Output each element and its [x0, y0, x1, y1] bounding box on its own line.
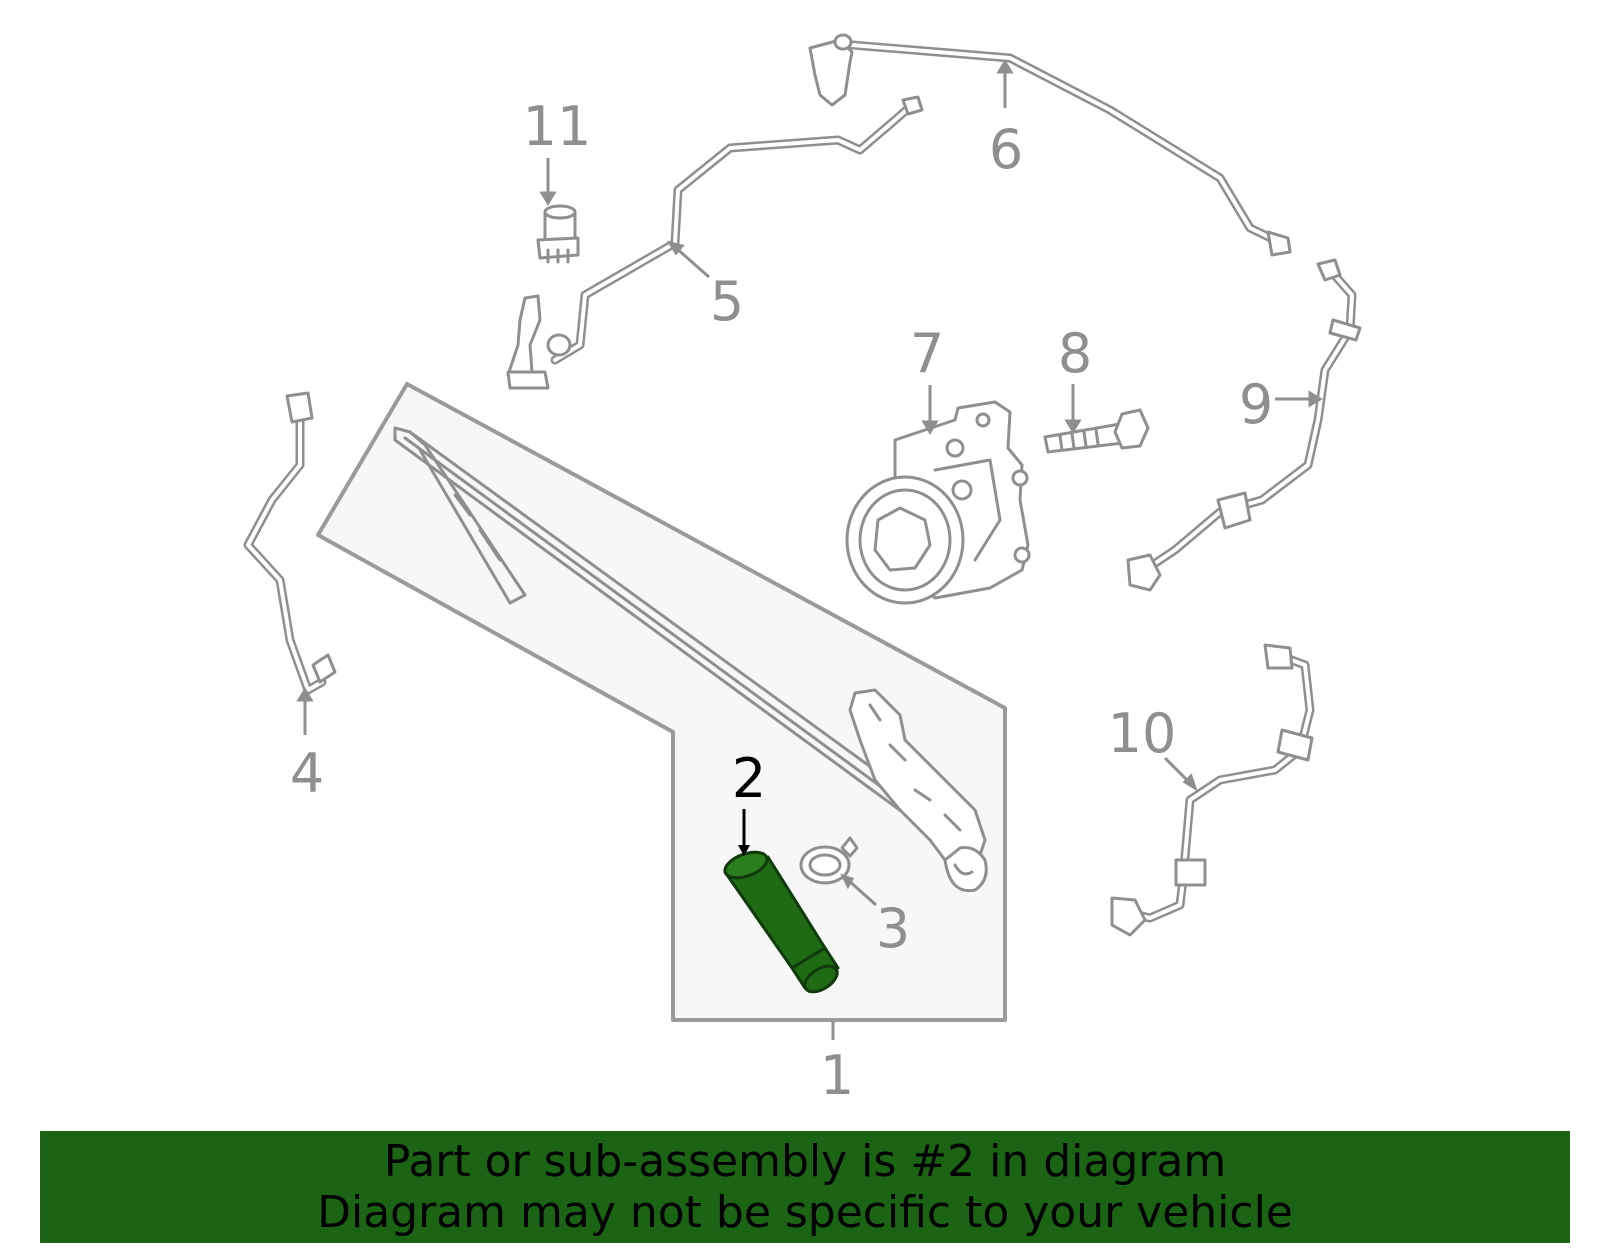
callout-9: 9: [1239, 373, 1273, 436]
leader-line-2: [738, 809, 750, 856]
callout-8: 8: [1058, 322, 1092, 385]
bolt-part: [1043, 408, 1150, 454]
condenser-drawing: [393, 426, 988, 893]
ac-line-6: [808, 33, 1292, 257]
compressor-part: [845, 400, 1031, 605]
banner-line-part-number: Part or sub-assembly is #2 in diagram: [383, 1136, 1227, 1187]
callout-1: 1: [820, 1044, 854, 1107]
banner-line-disclaimer: Diagram may not be specific to your vehi…: [317, 1187, 1293, 1238]
leader-lines: [296, 59, 1323, 1040]
pressure-switch-part: [536, 204, 580, 264]
callout-7: 7: [910, 322, 944, 385]
ac-line-4: [243, 391, 337, 695]
callout-5: 5: [710, 270, 744, 333]
callout-4: 4: [290, 742, 324, 805]
ac-line-5: [506, 95, 924, 390]
clamp-part: [799, 836, 859, 885]
callout-11: 11: [523, 95, 592, 158]
callout-2: 2: [732, 747, 766, 810]
ac-hose-10: [1110, 643, 1315, 937]
callout-6: 6: [989, 118, 1023, 181]
receiver-drier-part: [723, 850, 840, 994]
info-banner: Part or sub-assembly is #2 in diagram Di…: [40, 1131, 1570, 1243]
callout-3: 3: [876, 897, 910, 960]
callout-10: 10: [1108, 702, 1177, 765]
ac-hose-9: [1126, 258, 1362, 592]
